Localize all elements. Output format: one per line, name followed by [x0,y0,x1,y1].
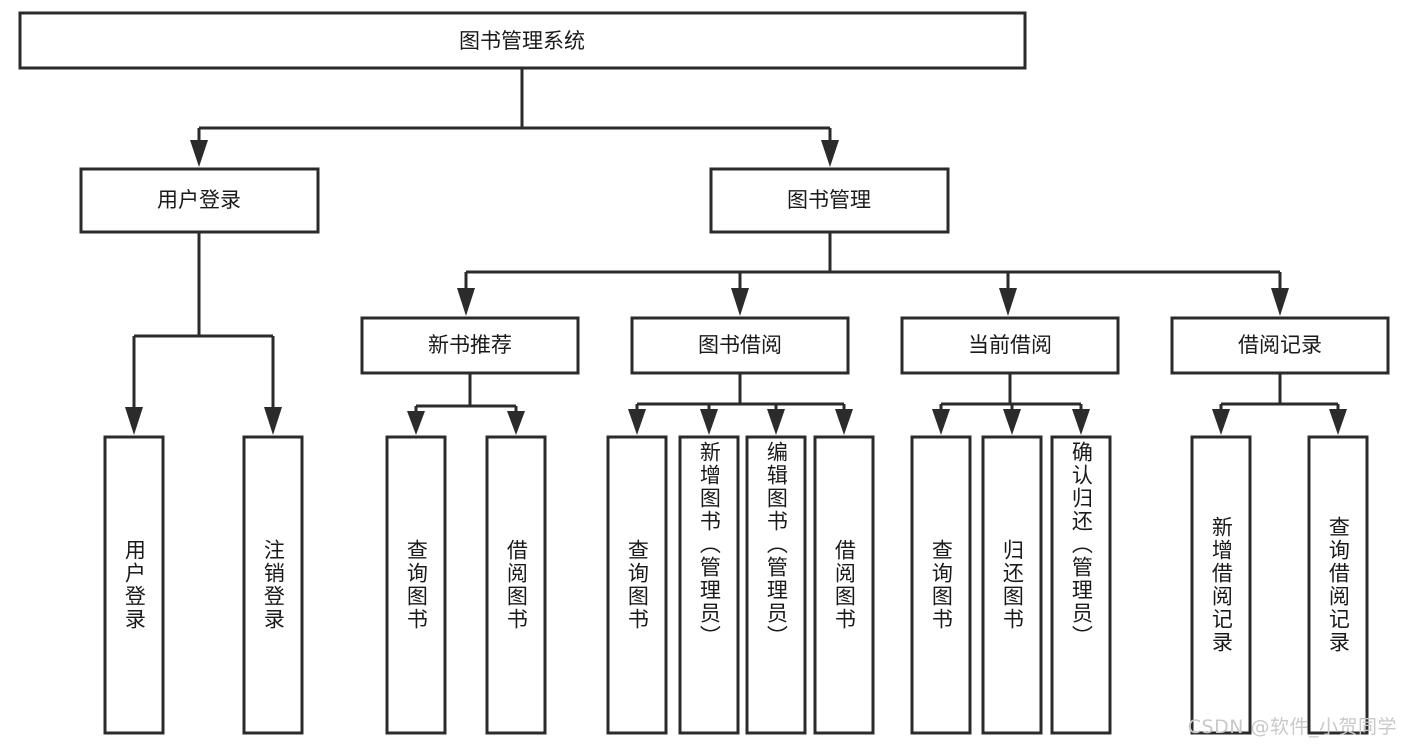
node-leaf-bb-edit-box[interactable] [745,435,807,735]
node-leaf-bb-query-box[interactable] [606,435,668,735]
node-borrow-record-label: 借阅记录 [1238,333,1322,357]
node-leaf-nbr-query-box[interactable] [385,435,447,735]
node-root-label: 图书管理系统 [459,29,585,53]
node-book-borrow-box[interactable] [630,316,850,375]
arrow-head-nbr-borrow [507,411,525,435]
connector-layer [125,68,1347,435]
node-user-login-box[interactable] [79,167,320,234]
arrow-head-br-query [1329,409,1347,435]
node-leaf-nbr-borrow-box[interactable] [485,435,547,735]
node-leaf-bb-add-box[interactable] [678,435,740,735]
arrow-head-br-add [1212,409,1230,435]
arrow-head-cb-confirm [1072,409,1090,435]
arrow-head-bb-add [700,409,718,435]
node-book-borrow-label: 图书借阅 [698,333,782,357]
node-new-book-rec-label: 新书推荐 [428,333,512,357]
node-current-borrow-box[interactable] [900,316,1120,375]
node-root[interactable]: 图书管理系统 [18,11,1027,70]
node-new-book-rec[interactable]: 新书推荐 [360,316,580,375]
arrow-head-borrow-record [1271,288,1289,316]
arrow-head-new-book-rec [457,288,475,316]
node-current-borrow-label: 当前借阅 [968,333,1052,357]
arrow-head-book-borrow [731,288,749,316]
node-leaf-br-add-box[interactable] [1190,435,1252,735]
arrow-head-nbr-query [407,411,425,435]
arrow-head-leaf-user-logout [264,407,282,435]
arrow-head-user-login [190,140,208,167]
arrow-head-bb-edit [767,409,785,435]
node-borrow-record[interactable]: 借阅记录 [1170,316,1390,375]
csdn-watermark: CSDN @软件_小贺同学 [1187,716,1397,738]
node-leaf-cb-confirm-box[interactable] [1050,435,1112,735]
node-book-borrow[interactable]: 图书借阅 [630,316,850,375]
arrow-head-cb-query [932,409,950,435]
arrow-head-leaf-user-login [125,407,143,435]
node-book-manage[interactable]: 图书管理 [709,167,950,234]
node-current-borrow[interactable]: 当前借阅 [900,316,1120,375]
node-root-box[interactable] [18,11,1027,70]
arrow-head-book-manage [821,140,839,167]
arrow-head-current-borrow [999,288,1017,316]
node-leaf-cb-return-box[interactable] [981,435,1043,735]
node-leaf-br-query-box[interactable] [1307,435,1369,735]
node-leaf-bb-borrow-box[interactable] [813,435,875,735]
node-book-manage-label: 图书管理 [787,188,871,212]
node-borrow-record-box[interactable] [1170,316,1390,375]
arrow-head-bb-query [628,409,646,435]
arrow-head-cb-return [1003,409,1021,435]
node-book-manage-box[interactable] [709,167,950,234]
node-leaf-user-logout-box[interactable] [242,435,304,735]
node-leaf-user-login-box[interactable] [103,435,165,735]
node-leaf-cb-query-box[interactable] [910,435,972,735]
arrow-head-bb-borrow [835,409,853,435]
node-user-login-label: 用户登录 [157,188,241,212]
node-layer: 图书管理系统 用户登录 图书管理 新书推荐 图书借阅 [18,11,1390,735]
node-new-book-rec-box[interactable] [360,316,580,375]
node-user-login[interactable]: 用户登录 [79,167,320,234]
